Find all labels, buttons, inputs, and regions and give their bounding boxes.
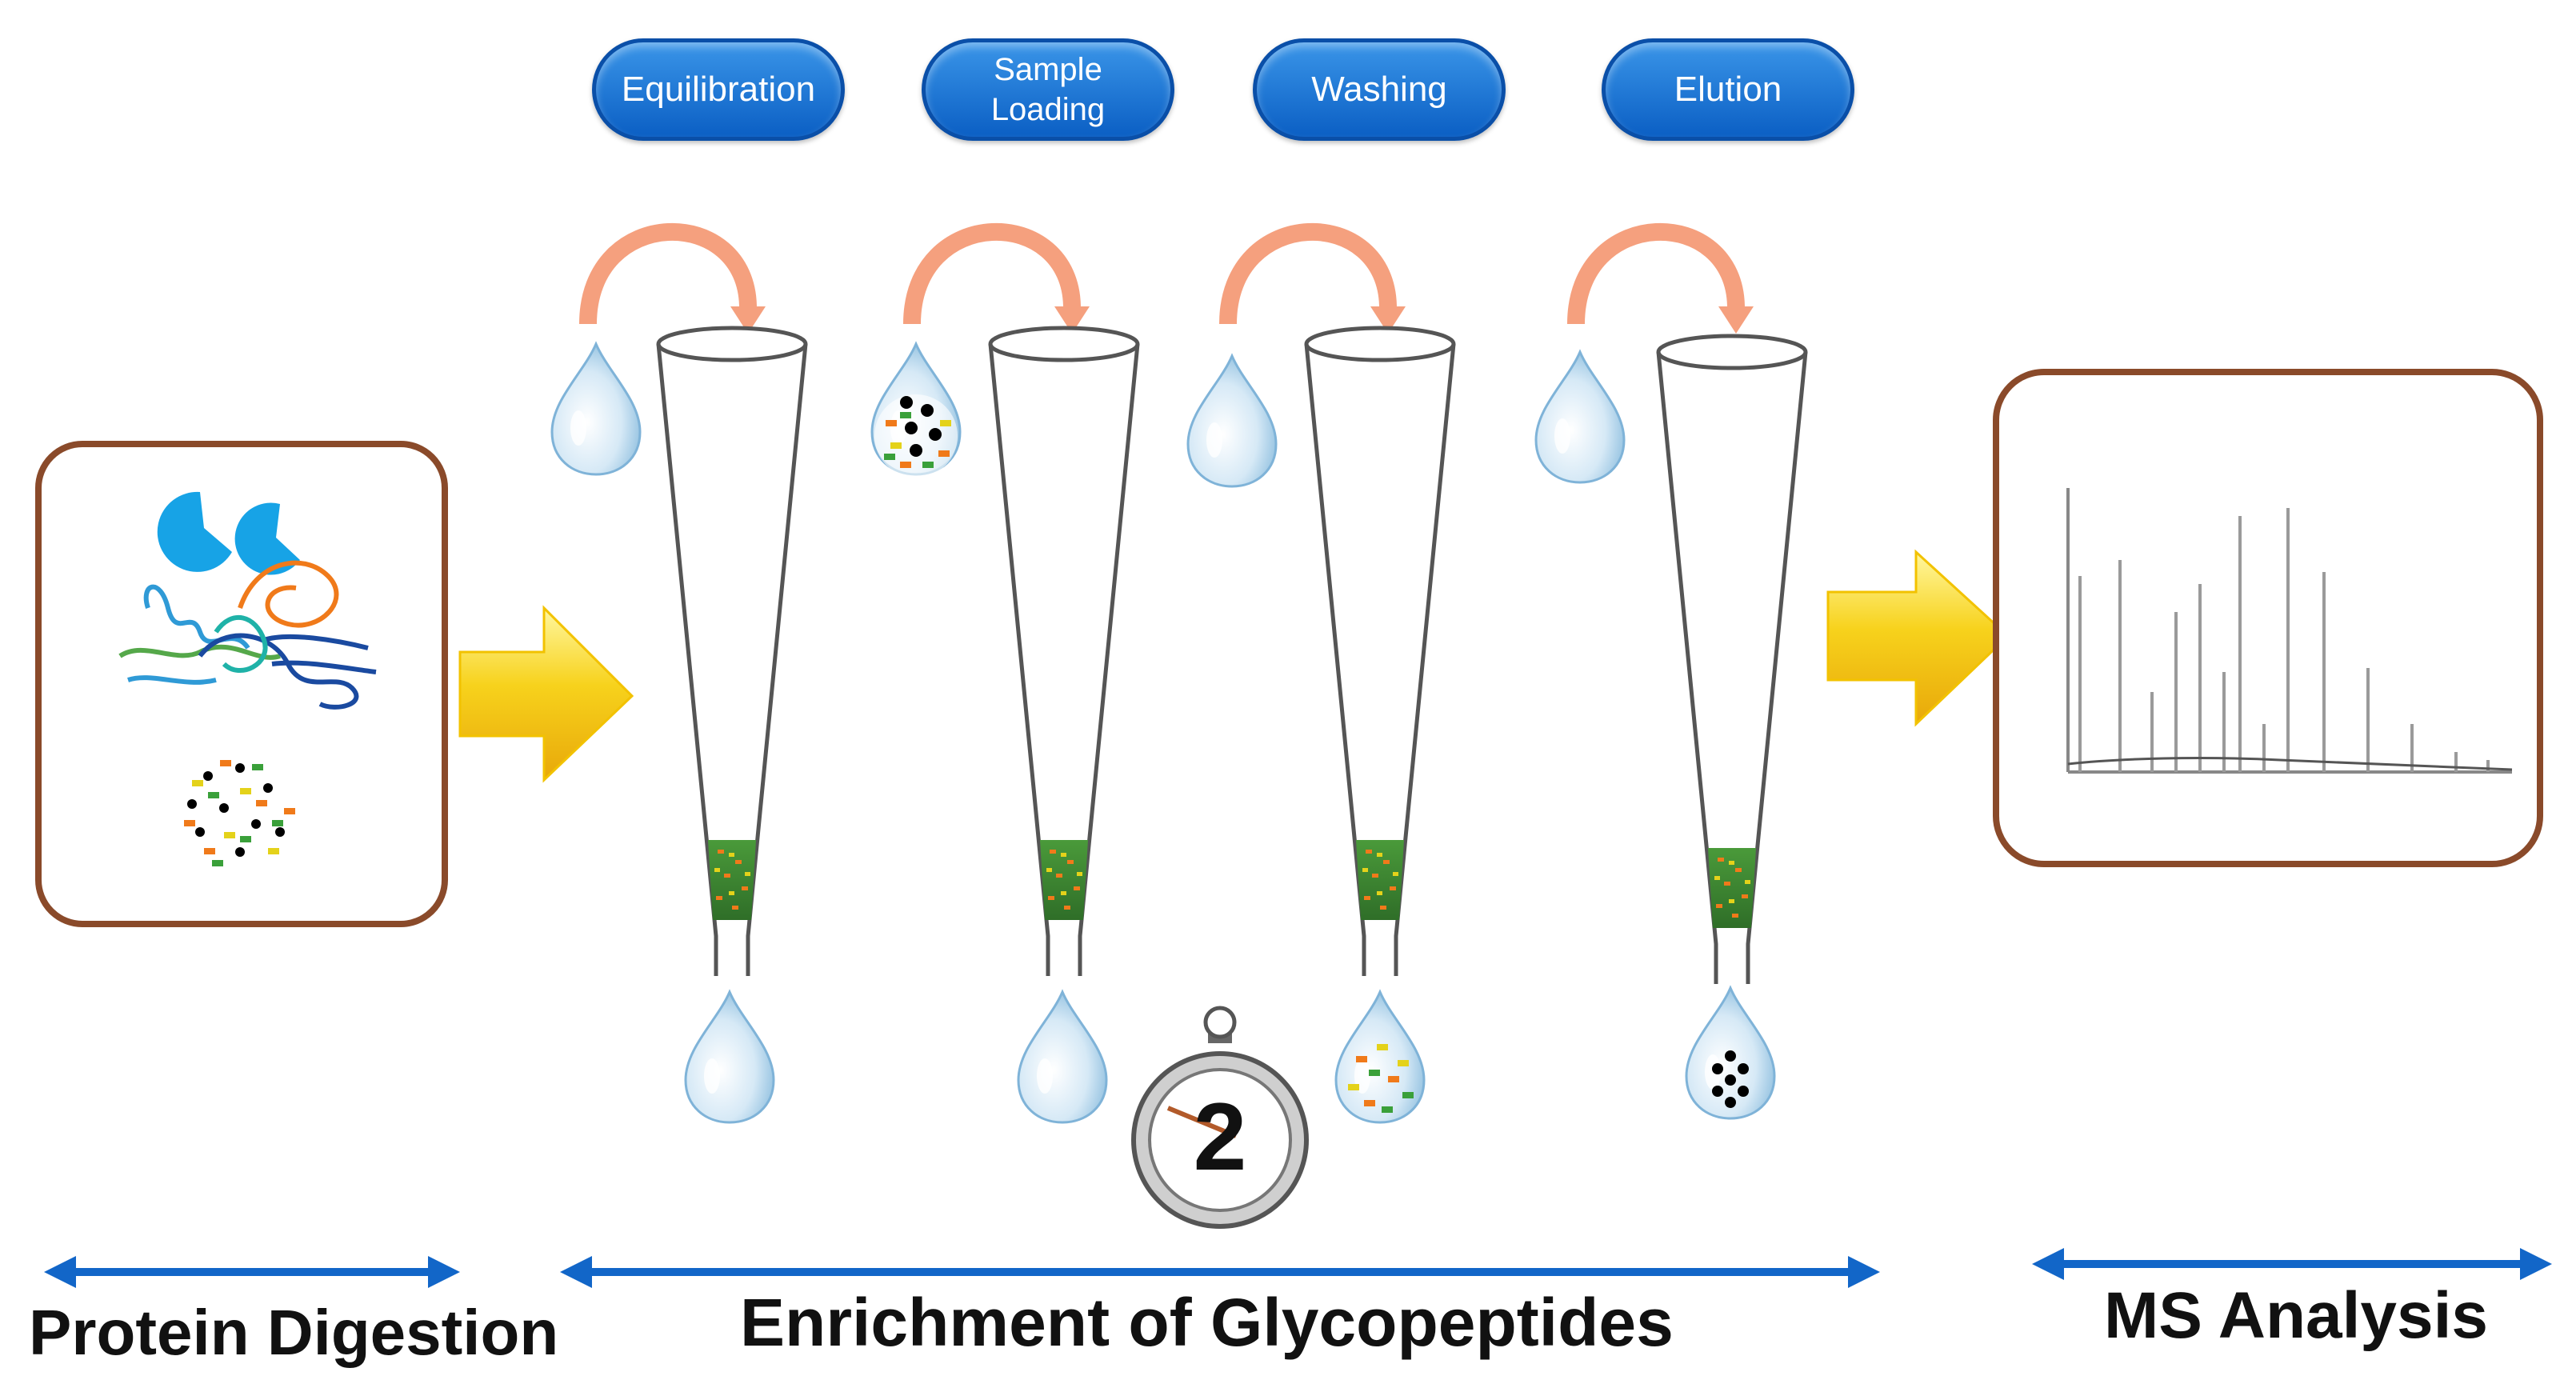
- step-equilibration-label: Equilibration: [621, 70, 816, 109]
- drop-elution-in: [1534, 350, 1626, 484]
- step-sample-loading: Sample Loading: [922, 38, 1174, 141]
- stopwatch-icon: 2: [1131, 1006, 1309, 1229]
- spin-tip-equilibration: [658, 328, 806, 976]
- yellow-arrow-left: [458, 605, 634, 783]
- step-washing-label: Washing: [1311, 70, 1447, 109]
- drop-elution-out: [1685, 986, 1776, 1120]
- spin-tip-loading: [990, 328, 1138, 976]
- protease-icon: [157, 491, 300, 575]
- spin-tip-elution: [1658, 336, 1806, 984]
- yellow-arrow-right: [1826, 549, 2010, 727]
- timer-number: 2: [1194, 1083, 1247, 1190]
- step-equilibration: Equilibration: [592, 38, 845, 141]
- step-washing: Washing: [1253, 38, 1506, 141]
- curved-arrow-loading: [912, 232, 1090, 334]
- label-protein-digestion: Protein Digestion: [29, 1297, 559, 1368]
- label-ms-analysis: MS Analysis: [2104, 1279, 2489, 1352]
- protein-tangle-icon: [118, 560, 377, 710]
- ms-spectrum: [2066, 488, 2513, 774]
- step-sample-loading-label: Sample Loading: [990, 52, 1106, 127]
- drop-loading-out: [1017, 990, 1108, 1124]
- peptide-mix-icon: [178, 746, 302, 870]
- drop-equilibration-in: [550, 342, 642, 476]
- drop-washing-out: [1334, 990, 1426, 1124]
- protein-digestion-box: [35, 441, 448, 927]
- drop-equilibration-out: [684, 990, 775, 1124]
- curved-arrow-equilibration: [588, 232, 766, 334]
- step-elution-label: Elution: [1674, 70, 1782, 109]
- curved-arrow-washing: [1228, 232, 1406, 334]
- ms-analysis-box: [1993, 369, 2543, 867]
- curved-arrow-elution: [1576, 232, 1754, 334]
- drop-washing-in: [1186, 354, 1278, 488]
- spin-tip-washing: [1306, 328, 1454, 976]
- step-elution: Elution: [1602, 38, 1854, 141]
- label-enrichment: Enrichment of Glycopeptides: [740, 1285, 1674, 1360]
- drop-sample-in: [870, 342, 962, 478]
